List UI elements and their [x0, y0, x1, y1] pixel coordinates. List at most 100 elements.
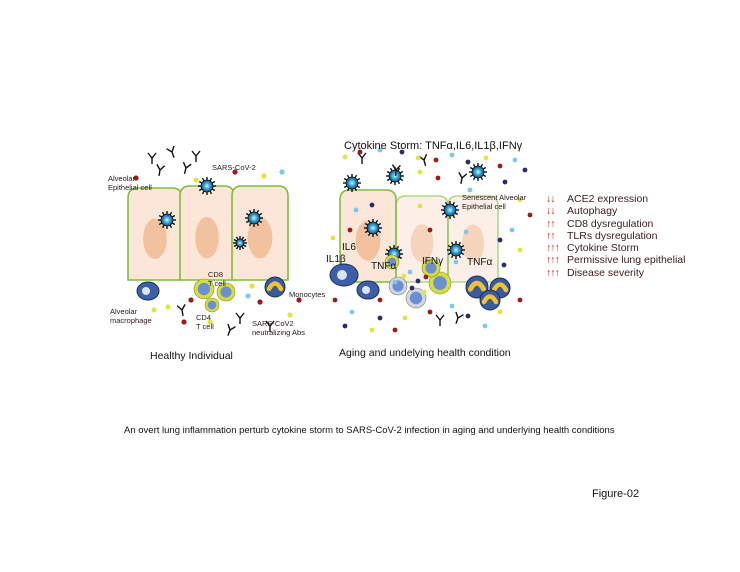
- macrophage-nucleus: [337, 270, 347, 280]
- cytokine-dot: [377, 297, 383, 303]
- cytokine-dot: [497, 309, 503, 315]
- cytokine-dot: [369, 202, 375, 208]
- cytokine-dot: [427, 227, 433, 233]
- virus-body: [247, 211, 261, 225]
- sars-cov-2-icon: [233, 236, 247, 250]
- antibody-icon: [235, 312, 245, 324]
- cytokine-dot: [501, 262, 507, 268]
- cytokine-dot: [342, 154, 348, 160]
- tcell-icon: [220, 286, 232, 298]
- antibody-shape: [235, 312, 245, 324]
- cytokine-dot: [401, 273, 407, 279]
- antibody-shape: [435, 314, 445, 326]
- virus-spike: [211, 188, 216, 192]
- cytokine-dot: [467, 187, 473, 193]
- monocyte-nucleus: [266, 281, 284, 292]
- antibody-icon: [227, 323, 236, 336]
- cytokine-dot: [417, 169, 423, 175]
- cytokine-dot: [193, 177, 199, 183]
- cytokine-dot: [421, 289, 427, 295]
- cytokine-dot: [392, 327, 398, 333]
- virus-spike: [245, 220, 250, 224]
- cytokine-dot: [392, 279, 398, 285]
- antibody-shape: [391, 164, 401, 177]
- virus-body: [443, 203, 457, 217]
- tcell-icon: [433, 276, 447, 290]
- healthy-condition-title: Healthy Individual: [150, 350, 233, 362]
- cytokine-dot: [257, 299, 263, 305]
- cytokine-dot: [330, 235, 336, 241]
- cytokine-dot: [502, 179, 508, 185]
- sars-cov-2-icon: [198, 177, 216, 195]
- cytokine-dot: [415, 155, 421, 161]
- cytokine-dot: [517, 197, 523, 203]
- sars-cov-2-icon: [441, 201, 459, 219]
- tcell-icon: [409, 291, 423, 305]
- virus-spike: [375, 232, 379, 237]
- cytokine-dot: [232, 169, 238, 175]
- label-tnfa-left: TNFα: [371, 261, 397, 272]
- virus-spike: [450, 241, 454, 246]
- cytokine-dot: [399, 149, 405, 155]
- virus-spike: [396, 245, 400, 250]
- cytokine-dot: [369, 327, 375, 333]
- virus-spike: [354, 187, 358, 192]
- cytokine-dot: [133, 175, 139, 181]
- cytokine-dot: [463, 229, 469, 235]
- sars-cov-2-icon: [386, 167, 404, 185]
- label-cd8-tcell: CD8 T cell: [208, 270, 226, 288]
- antibody-icon: [357, 152, 367, 164]
- virus-spike: [472, 176, 476, 181]
- cytokine-dot: [417, 203, 423, 209]
- cytokine-dot: [465, 313, 471, 319]
- cytokine-dot: [415, 278, 421, 284]
- cytokine-dot: [512, 157, 518, 163]
- cytokine-dot: [287, 312, 293, 318]
- virus-spike: [171, 214, 176, 218]
- virus-body: [471, 165, 485, 179]
- virus-spike: [243, 244, 247, 248]
- label-alveolar-epithelial: Alveolar Epithelial cell: [108, 174, 152, 192]
- antibody-shape: [182, 161, 192, 174]
- epithelial-cell-3-nucleus: [247, 217, 273, 259]
- virus-spike: [256, 209, 260, 214]
- virus-spike: [364, 230, 369, 234]
- virus-spike: [447, 244, 452, 248]
- virus-spike: [248, 209, 252, 214]
- virus-spike: [367, 219, 371, 224]
- virus-spike: [460, 244, 465, 248]
- virus-spike: [241, 246, 245, 250]
- effect-row: ↑↑TLRs dysregulation: [546, 230, 685, 242]
- cytokine-dot: [517, 247, 523, 253]
- arrow-icon: ↑↑: [546, 217, 556, 230]
- figure-number: Figure-02: [592, 488, 640, 500]
- virus-spike: [458, 254, 462, 259]
- effect-row: ↓↓ACE2 expression: [546, 193, 685, 205]
- label-monocytes: Monocytes: [289, 290, 326, 299]
- virus-spike: [161, 211, 165, 216]
- virus-spike: [454, 204, 459, 208]
- antibody-icon: [455, 311, 464, 324]
- cytokine-dot: [527, 212, 533, 218]
- cytokine-dot: [409, 285, 415, 291]
- senescent-cell-1-nucleus: [410, 224, 434, 263]
- monocyte-icon: [465, 275, 489, 299]
- antibody-shape: [227, 323, 236, 336]
- virus-body: [160, 213, 174, 227]
- antibody-shape: [166, 145, 175, 158]
- effect-row: ↑↑CD8 dysregulation: [546, 218, 685, 230]
- virus-spike: [343, 185, 348, 189]
- tcell-icon: [387, 257, 397, 267]
- particles: [133, 147, 533, 333]
- virus-spike: [343, 177, 348, 181]
- virus-spike: [399, 178, 404, 182]
- antibody-shape: [156, 164, 166, 177]
- cytokine-dot: [407, 269, 413, 275]
- monocyte-nucleus: [481, 294, 499, 305]
- arrow-icon: ↑↑↑: [546, 266, 560, 279]
- virus-spike: [248, 222, 252, 227]
- antibody-icon: [176, 304, 186, 317]
- cytokine-dot: [207, 319, 213, 325]
- virus-spike: [211, 180, 216, 184]
